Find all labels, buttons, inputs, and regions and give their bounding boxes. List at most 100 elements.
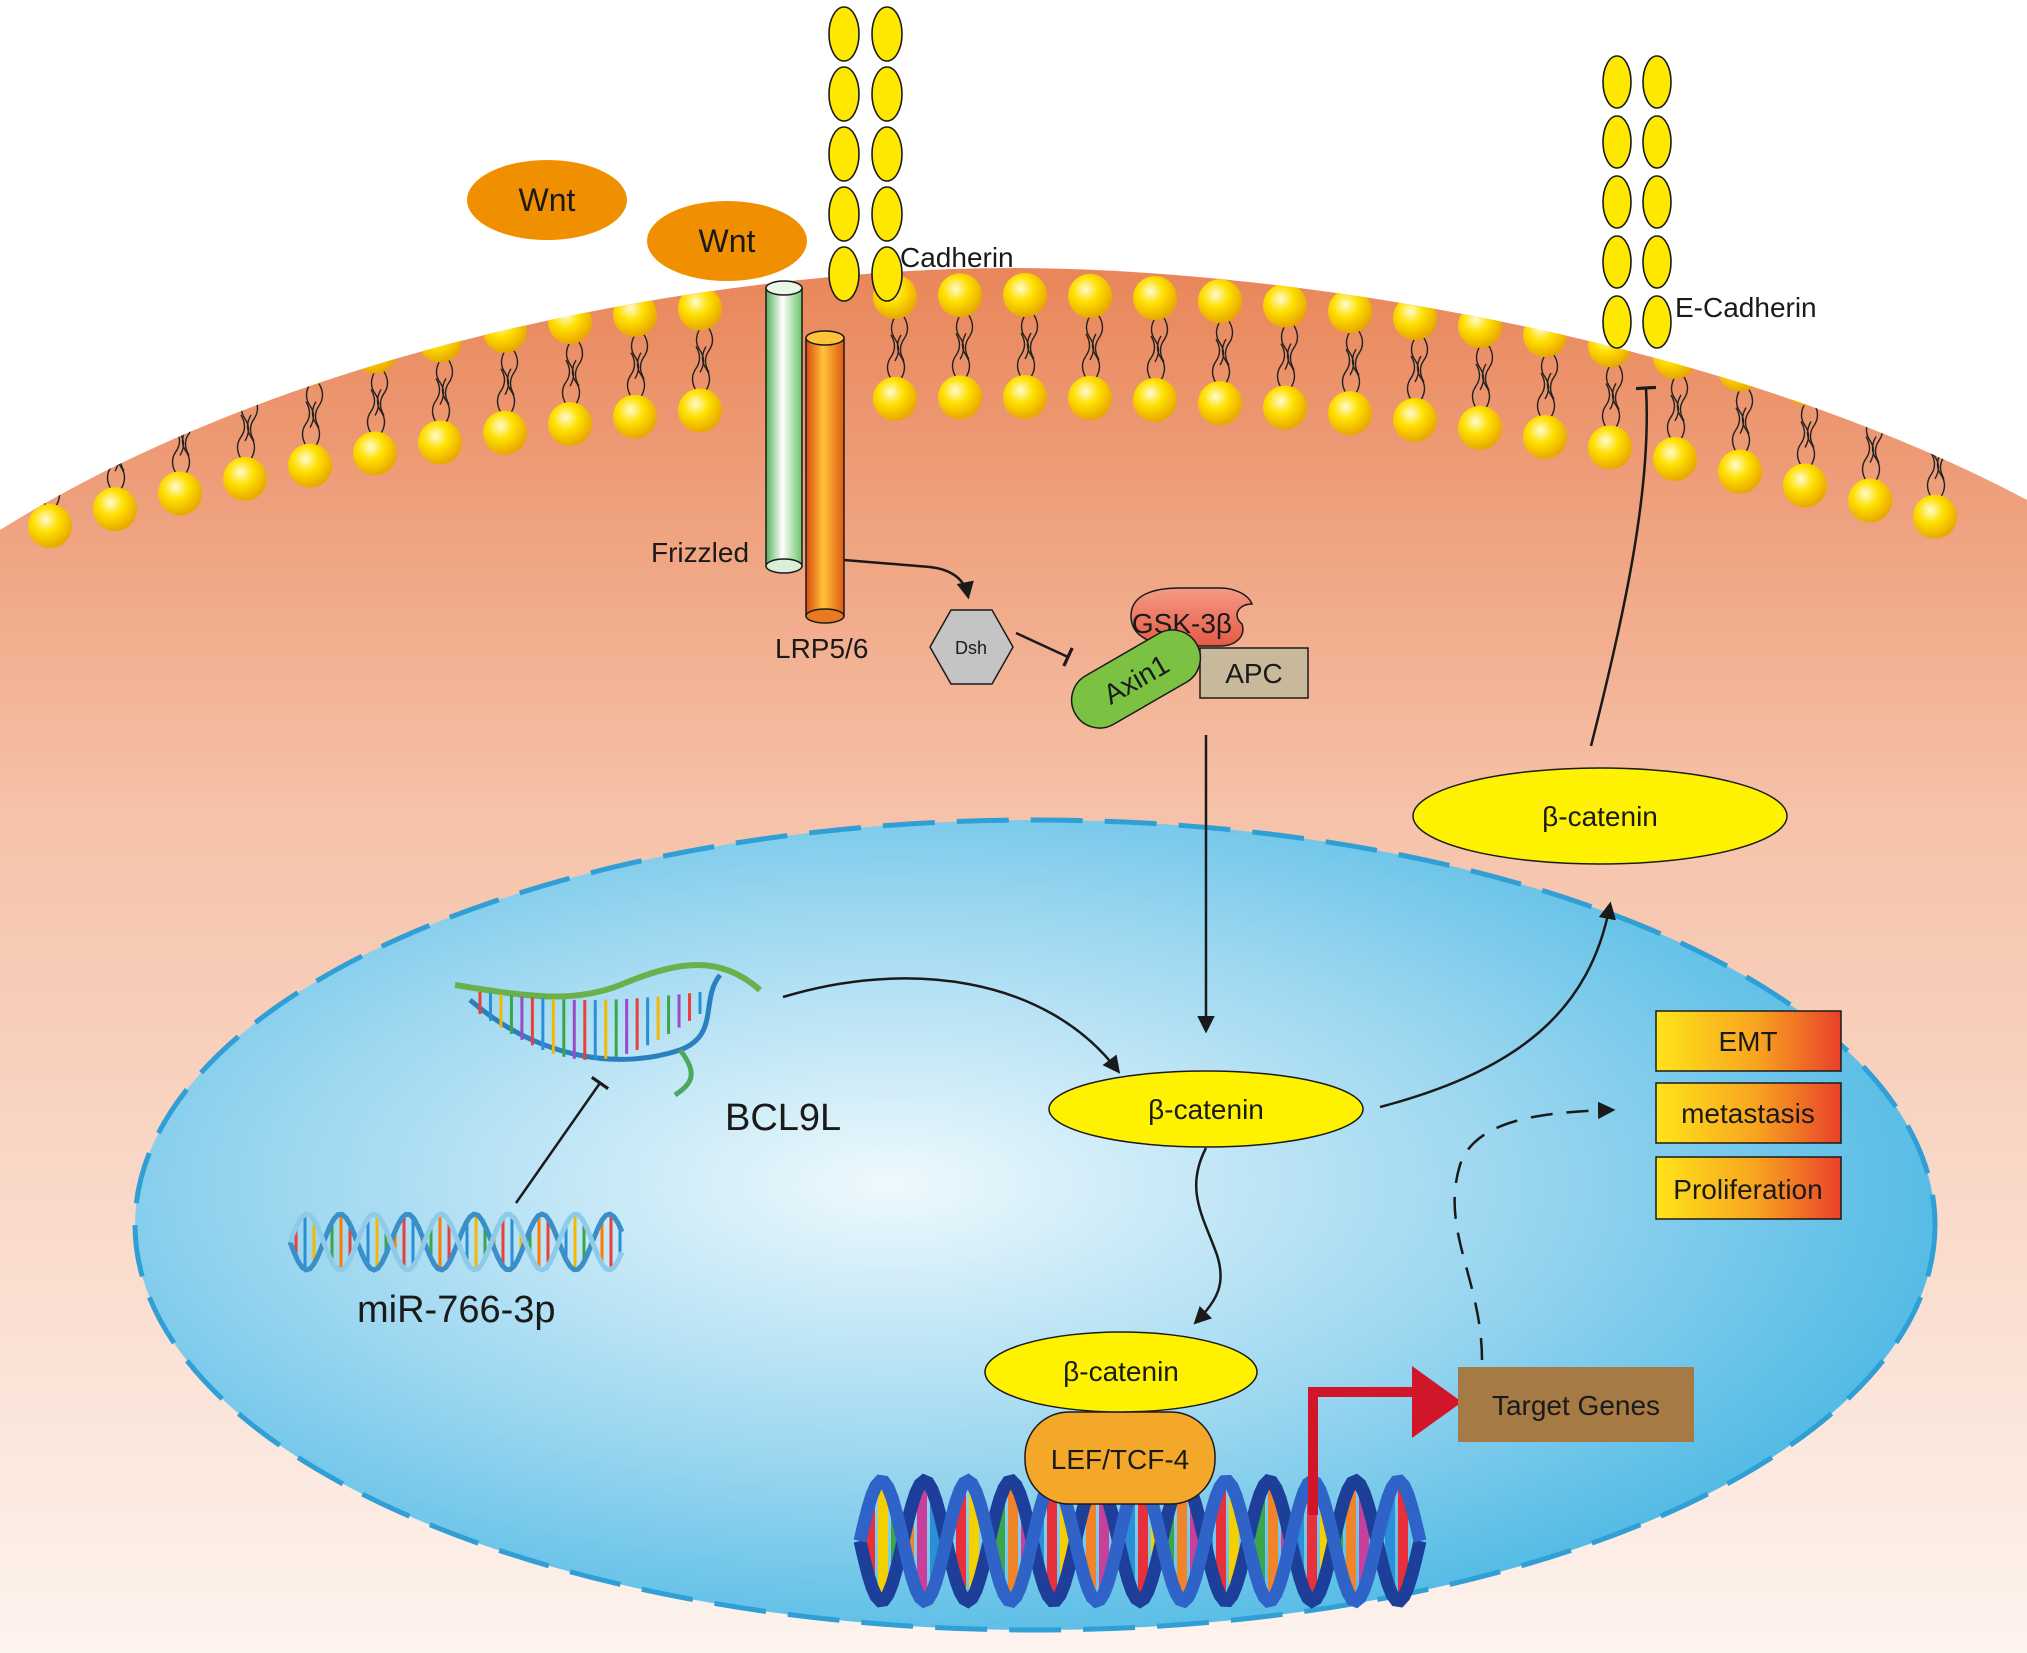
- lipid-head: [1783, 463, 1827, 508]
- dna-base-pair: [995, 1498, 1005, 1584]
- outcome-proliferation: Proliferation: [1655, 1156, 1842, 1220]
- lipid-head: [223, 354, 267, 399]
- target-to-outcomes-arrow: [1453, 1101, 1616, 1361]
- lipid-tail: [574, 341, 584, 387]
- dna-base-pair: [1307, 1481, 1317, 1601]
- svg-text:Wnt: Wnt: [699, 223, 756, 259]
- lipid-tail: [695, 328, 705, 373]
- lipid-tail: [890, 316, 900, 362]
- lipid-head: [1263, 385, 1307, 430]
- lipid-tail: [431, 378, 441, 423]
- lipid-head: [28, 504, 72, 549]
- catenin-to-ecadherin-inhibit: [1589, 385, 1657, 747]
- outcome-emt: EMT: [1655, 1010, 1842, 1072]
- lipid-head: [678, 286, 722, 331]
- svg-text:β-catenin: β-catenin: [1148, 1094, 1264, 1125]
- cadherin-domain: [871, 126, 903, 182]
- svg-text:APC: APC: [1225, 658, 1283, 689]
- svg-text:Target Genes: Target Genes: [1492, 1390, 1660, 1421]
- dna-base-pair: [1398, 1484, 1408, 1598]
- lipid-head: [1458, 303, 1502, 348]
- lipid-tail: [1280, 325, 1290, 370]
- cadherin-domain: [871, 246, 903, 302]
- beta-catenin-dna-bound: β-catenin: [984, 1331, 1258, 1413]
- lipid-head: [418, 420, 462, 465]
- frizzled-receptor: [765, 280, 803, 574]
- lipid-tail: [1286, 343, 1296, 388]
- beta-catenin-cytoplasm: β-catenin: [1412, 767, 1788, 865]
- lipid-tail: [571, 359, 581, 405]
- lipid-head: [1328, 391, 1372, 436]
- lipid-tail: [1605, 365, 1615, 410]
- cadherin-domain: [871, 186, 903, 242]
- lipid-tail: [565, 341, 575, 387]
- lipid-tail: [1354, 330, 1364, 376]
- lipid-tail: [1020, 314, 1030, 360]
- dna-base-pair: [1359, 1492, 1369, 1590]
- lipid-tail: [961, 332, 971, 378]
- lipid-tail: [701, 346, 711, 391]
- lipid-head: [1458, 405, 1502, 450]
- lipid-head: [483, 308, 527, 353]
- lipid-head: [548, 402, 592, 447]
- target-genes-box: Target Genes: [1458, 1367, 1694, 1442]
- svg-text:LEF/TCF-4: LEF/TCF-4: [1051, 1444, 1189, 1475]
- lipid-tail: [1416, 355, 1426, 401]
- beta-catenin-nucleus: β-catenin: [1048, 1070, 1364, 1148]
- lipid-head: [1783, 361, 1827, 406]
- cadherin-domain: [828, 6, 860, 62]
- lipid-tail: [54, 443, 64, 489]
- cadherin-domain: [828, 246, 860, 302]
- lipid-head: [1913, 392, 1957, 437]
- lipid-tail: [435, 360, 445, 405]
- lipid-tail: [110, 426, 120, 472]
- lipid-tail: [1741, 407, 1751, 452]
- dna-base-pair: [1034, 1512, 1044, 1570]
- lipid-tail: [1744, 389, 1754, 434]
- lipid-head: [613, 292, 657, 337]
- rna-backbone: [454, 962, 762, 1000]
- lipid-tail: [1481, 363, 1491, 409]
- lipid-head: [938, 375, 982, 420]
- bcl9l-label: BCL9L: [725, 1097, 841, 1139]
- catenin-export-arrow: [1379, 901, 1616, 1109]
- lipid-tail: [1159, 317, 1169, 363]
- lipid-tail: [1536, 372, 1546, 418]
- dna-base-pair: [1229, 1490, 1239, 1592]
- dna-base-pair: [1385, 1492, 1395, 1590]
- lipid-head: [1068, 273, 1112, 318]
- cadherin-domain: [828, 186, 860, 242]
- dna-base-pair: [865, 1501, 875, 1581]
- dna-base-pair: [917, 1482, 927, 1600]
- cadherin-domain: [1642, 175, 1672, 229]
- lipid-tail: [1809, 403, 1819, 448]
- lipid-tail: [500, 350, 510, 396]
- destruction-complex: GSK-3β APC Axin1: [1070, 587, 1309, 729]
- lipid-head: [1003, 375, 1047, 420]
- lipid-tail: [1471, 363, 1481, 409]
- nuclear-envelope: [132, 817, 1938, 1633]
- lipid-head: [938, 273, 982, 318]
- lipid-head: [223, 456, 267, 501]
- outcome-metastasis: metastasis: [1655, 1082, 1842, 1144]
- lipid-tail: [626, 352, 636, 398]
- lipid-head: [1523, 415, 1567, 460]
- cadherin-domain: [1602, 295, 1632, 349]
- lipid-tail: [1871, 436, 1881, 481]
- lipid-tail: [1215, 320, 1225, 366]
- lipid-head: [288, 341, 332, 386]
- lipid-head: [1068, 375, 1112, 420]
- lipid-tail: [1146, 335, 1156, 381]
- rna-backbone: [673, 1048, 694, 1098]
- lipid-head: [1263, 283, 1307, 328]
- lipid-head: [1393, 295, 1437, 340]
- wnt-ligand: Wnt: [647, 201, 807, 281]
- lipid-head: [1198, 381, 1242, 426]
- dna-base-pair: [1294, 1507, 1304, 1575]
- cadherin-domain: [1642, 295, 1672, 349]
- cadherin-label: Cadherin: [900, 242, 1014, 273]
- lipid-tail: [1091, 333, 1101, 379]
- dna-base-pair: [1086, 1486, 1096, 1596]
- svg-text:β-catenin: β-catenin: [1063, 1356, 1179, 1387]
- lipid-tail: [704, 328, 714, 373]
